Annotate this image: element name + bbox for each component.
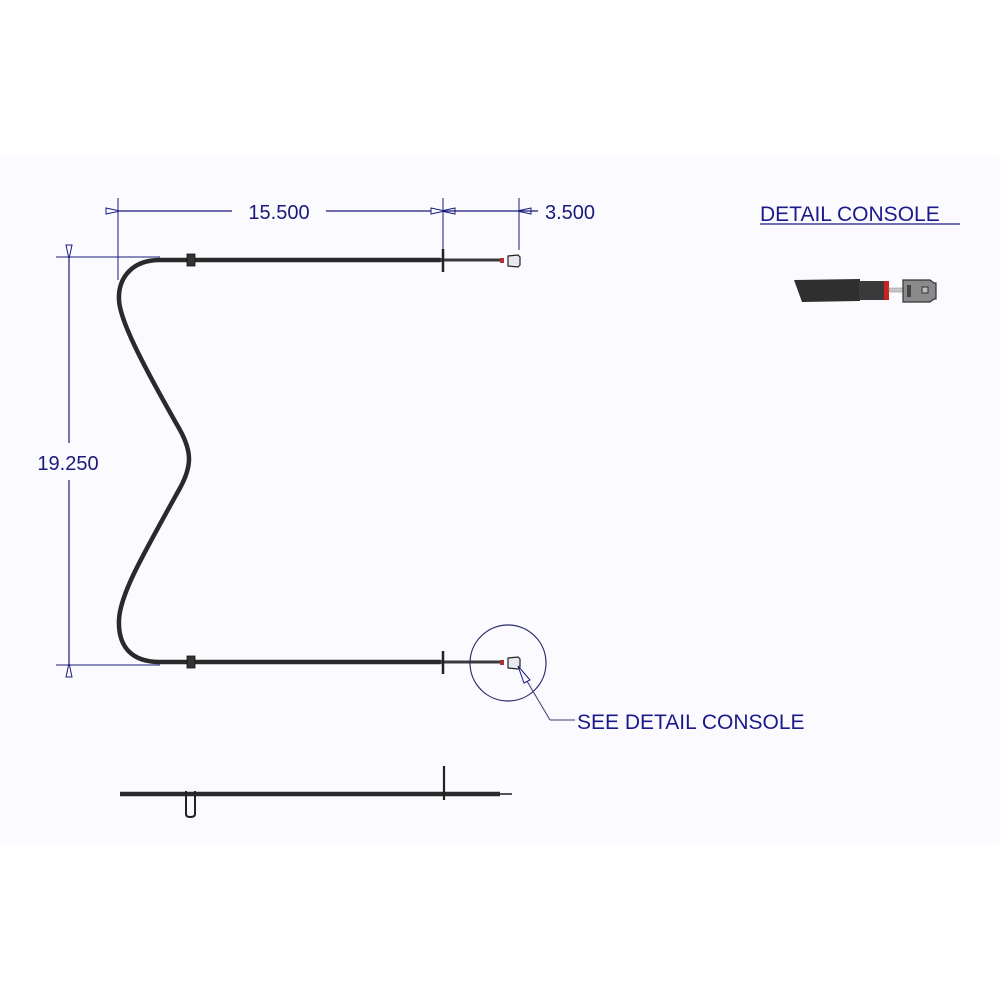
terminal-top [507,254,521,268]
detail-pin [888,287,904,293]
heating-element-rod [116,257,443,665]
support-clip-top [186,253,196,267]
see-detail-callout-label: SEE DETAIL CONSOLE [577,711,805,734]
dimension-3500-label: 3.500 [545,202,595,224]
detail-rod-end [859,281,884,300]
detail-callout: SEE DETAIL CONSOLE [469,624,805,734]
detail-spade-terminal [902,279,937,303]
support-clip-bottom [186,655,196,669]
detail-console-title: DETAIL CONSOLE [760,203,940,226]
detail-rod [794,279,860,302]
horizontal-dimension-group: 15.500 3.500 [118,198,595,280]
detail-red-seal [884,281,889,300]
drawing-sheet [0,155,1000,844]
terminal-bottom [507,656,521,670]
element-side-view [120,766,512,819]
seal-bottom [500,660,504,665]
element-top-view [116,249,521,674]
detail-terminal-hole [921,286,929,294]
leader-arrow [517,665,531,684]
detail-terminal-slot [907,285,911,297]
detail-circle [469,624,547,702]
side-view-support-clip [185,791,196,819]
dimension-19250-label: 19.250 [37,453,98,475]
detail-console-view: DETAIL CONSOLE [760,203,960,303]
dimension-15500-label: 15.500 [248,202,309,224]
seal-top [500,258,504,263]
vertical-dimension-group: 19.250 [37,257,160,665]
